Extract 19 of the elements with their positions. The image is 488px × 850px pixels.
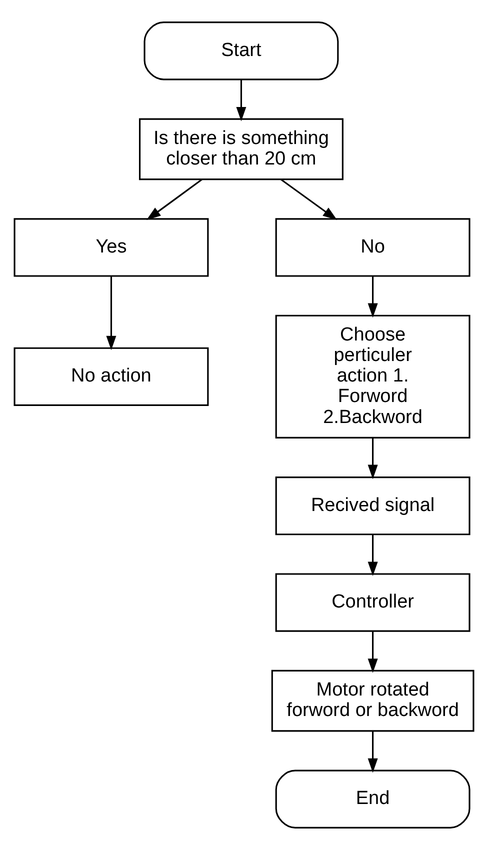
arrow bbox=[236, 79, 246, 122]
arrow bbox=[368, 438, 378, 480]
node-box: End bbox=[275, 770, 470, 828]
arrow bbox=[368, 534, 378, 576]
arrow bbox=[368, 631, 378, 673]
node-box: Start bbox=[144, 22, 339, 80]
arrow bbox=[368, 730, 378, 773]
node-box: Motor rotated forword or backword bbox=[271, 670, 474, 732]
arrow bbox=[280, 178, 338, 220]
node-box: Yes bbox=[14, 218, 209, 277]
arrow bbox=[146, 178, 203, 220]
node-box: No action bbox=[14, 347, 209, 406]
node-box: Controller bbox=[275, 573, 470, 632]
node-box: Is there is something closer than 20 cm bbox=[138, 118, 344, 180]
node-box: No bbox=[275, 218, 470, 277]
node-box: Recived signal bbox=[275, 476, 470, 536]
arrow bbox=[106, 276, 116, 350]
arrow bbox=[368, 276, 378, 318]
node-box: Choose perticuler action 1. Forword 2.Backword bbox=[275, 314, 470, 438]
